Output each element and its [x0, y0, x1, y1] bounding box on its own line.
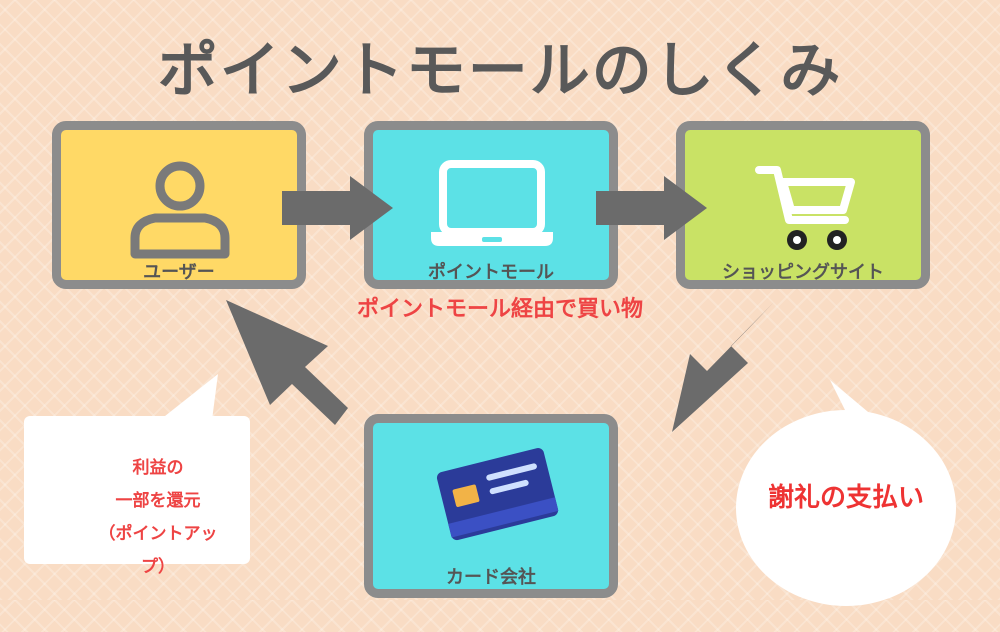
user-note: 利益の 一部を還元 （ポイントアップ）: [92, 452, 224, 584]
arrow-user-to-mall: [282, 176, 393, 240]
card-company-label: カード会社: [446, 567, 536, 588]
credit-card-icon: [436, 448, 559, 541]
point-mall-label: ポイントモール: [428, 262, 554, 283]
page-title: ポイントモールのしくみ: [157, 36, 843, 106]
arrow-card-to-user: [226, 300, 348, 425]
payment-bubble-text: 謝礼の支払い: [767, 483, 924, 513]
shopping-cart-icon: [755, 166, 855, 250]
point-mall-box: ポイントモール: [364, 121, 618, 289]
flow-caption: ポイントモール経由で買い物: [356, 297, 643, 322]
user-note-line-2: 一部を還元: [115, 491, 201, 511]
user-label: ユーザー: [143, 262, 215, 283]
user-note-line-1: 利益の: [132, 458, 184, 478]
arrow-mall-to-shop: [596, 176, 707, 240]
card-company-box: カード会社: [364, 414, 618, 598]
laptop-icon: [431, 160, 553, 246]
shopping-site-label: ショッピングサイト: [722, 262, 884, 283]
user-box: ユーザー: [52, 121, 306, 289]
user-note-line-3: （ポイントアップ）: [98, 524, 218, 577]
payment-bubble: [736, 380, 956, 606]
arrow-shop-to-card: [672, 302, 774, 432]
note-bubble: [24, 374, 250, 564]
user-icon: [130, 161, 230, 259]
flow-arrows: [226, 176, 774, 432]
